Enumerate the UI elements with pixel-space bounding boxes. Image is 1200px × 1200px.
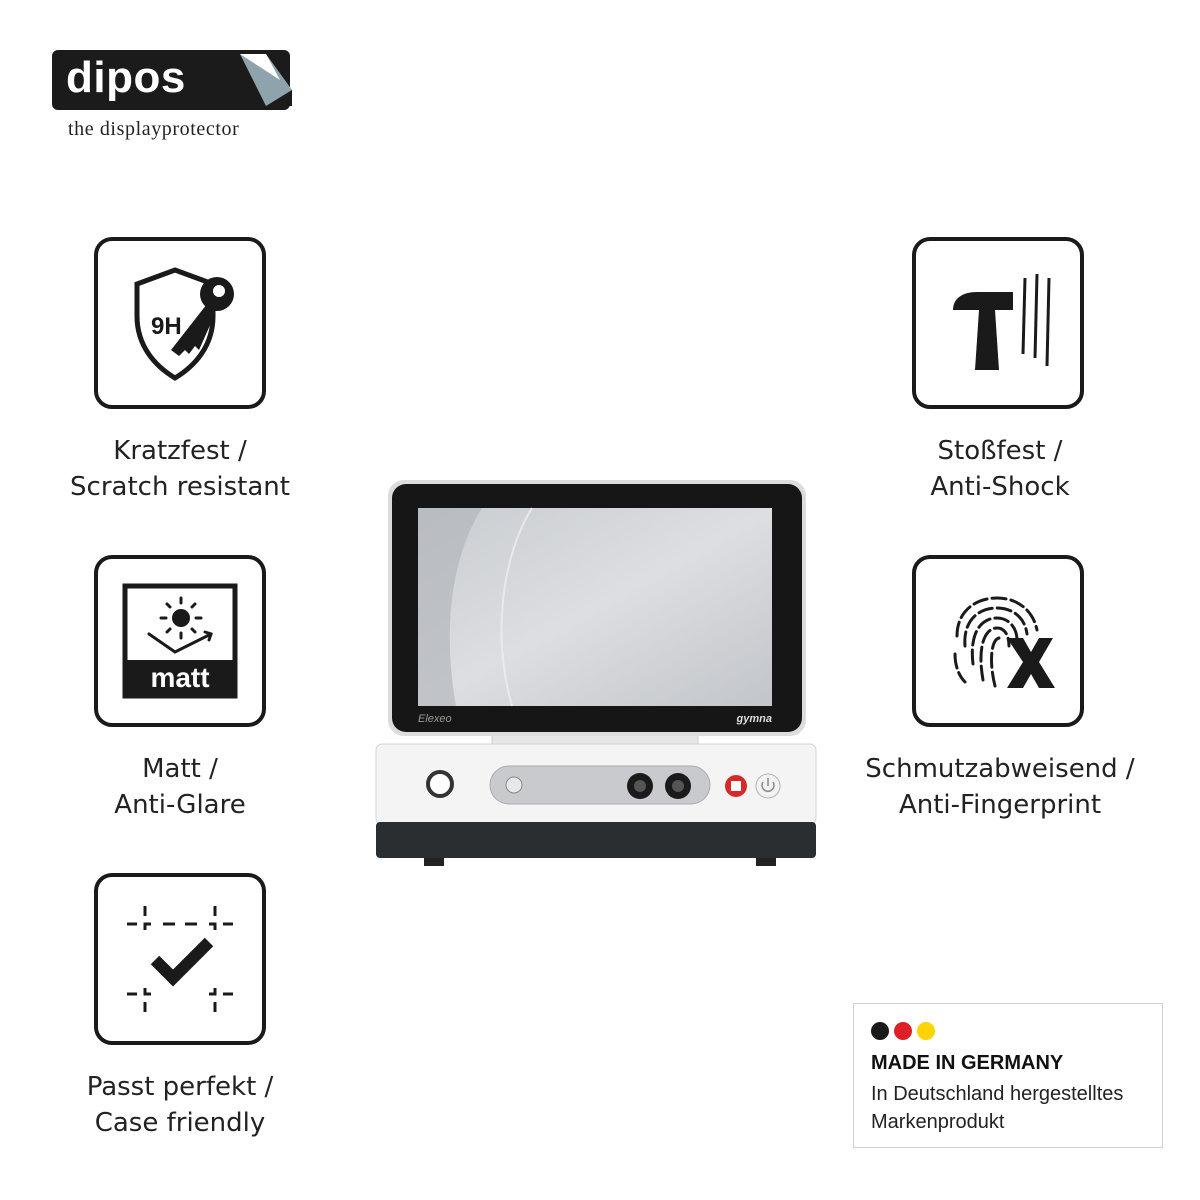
device-illustration: Elexeo gymna — [375, 480, 817, 866]
caption-line-en: Scratch resistant — [70, 472, 290, 502]
hammer-icon — [953, 273, 1051, 370]
matt-tile: matt — [94, 555, 266, 727]
case-friendly-caption: Passt perfekt / Case friendly — [0, 1069, 360, 1141]
caption-line-de: Stoßfest / — [937, 436, 1063, 466]
caption-line-en: Anti-Fingerprint — [898, 790, 1102, 820]
flag-dot-red — [894, 1022, 912, 1040]
anti-shock-caption: Stoßfest / Anti-Shock — [820, 433, 1180, 505]
shield-key-icon: 9H — [134, 267, 234, 381]
anti-fingerprint-caption: Schmutzabweisend / Anti-Fingerprint — [820, 751, 1180, 823]
case-friendly-tile — [94, 873, 266, 1045]
anti-shock-tile — [912, 237, 1084, 409]
brand-label: gymna — [736, 713, 772, 725]
made-in-subtitle-line1: In Deutschland hergestelltes — [871, 1083, 1124, 1105]
flag-dot-black — [871, 1022, 889, 1040]
caption-line-de: Matt / — [142, 754, 218, 784]
flag-dot-gold — [917, 1022, 935, 1040]
anti-fingerprint-tile — [912, 555, 1084, 727]
caption-line-de: Schmutzabweisend / — [865, 754, 1135, 784]
scratch-resistant-tile: 9H — [94, 237, 266, 409]
matt-sun-icon: matt — [122, 583, 238, 699]
caption-line-en: Anti-Glare — [114, 790, 246, 820]
caption-line-en: Anti-Shock — [930, 472, 1070, 502]
caption-line-de: Passt perfekt / — [86, 1072, 274, 1102]
made-in-subtitle-line2: Markenprodukt — [871, 1111, 1005, 1133]
logo-tagline: the displayprotector — [68, 118, 240, 140]
made-in-title: MADE IN GERMANY — [871, 1052, 1064, 1074]
model-label: Elexeo — [418, 713, 452, 725]
hardness-label: 9H — [151, 313, 182, 340]
matt-caption: Matt / Anti-Glare — [0, 751, 360, 823]
checkmark-frame-icon — [127, 906, 233, 1012]
fingerprint-icon — [953, 596, 1055, 688]
made-in-subtitle: In Deutschland hergestelltes Markenprodu… — [871, 1080, 1161, 1136]
made-in-germany-badge: MADE IN GERMANY In Deutschland hergestel… — [853, 1003, 1163, 1148]
caption-line-en: Case friendly — [94, 1108, 266, 1138]
logo-wordmark: dipos — [66, 53, 186, 102]
scratch-resistant-caption: Kratzfest / Scratch resistant — [0, 433, 360, 505]
caption-line-de: Kratzfest / — [113, 436, 247, 466]
matt-label: matt — [150, 662, 209, 693]
logo-peel-icon — [240, 54, 292, 106]
